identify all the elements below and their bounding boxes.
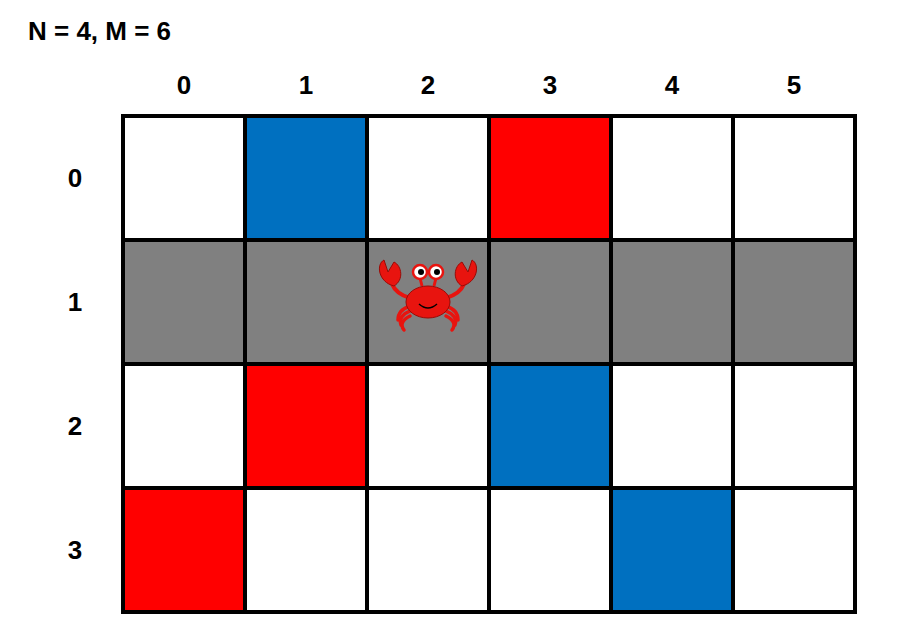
grid-cells <box>123 116 855 612</box>
grid-cell <box>489 488 611 612</box>
grid-cell <box>367 240 489 364</box>
grid-cell <box>367 488 489 612</box>
row-index: 2 <box>68 411 82 442</box>
column-index: 4 <box>665 70 679 101</box>
crab-claw <box>379 260 400 286</box>
crab-smile <box>419 304 437 308</box>
grid-cell <box>489 364 611 488</box>
grid-cell <box>733 364 855 488</box>
grid-cell <box>367 116 489 240</box>
row-index: 1 <box>68 287 82 318</box>
column-index: 2 <box>421 70 435 101</box>
grid-cell <box>245 364 367 488</box>
grid-cell <box>489 116 611 240</box>
grid-cell <box>611 116 733 240</box>
crab-claw <box>455 260 476 286</box>
grid-cell <box>489 240 611 364</box>
crab-icon <box>379 260 476 330</box>
grid-cell <box>123 116 245 240</box>
grid-cell <box>611 488 733 612</box>
crab-pupil <box>434 269 440 275</box>
grid-cell <box>367 364 489 488</box>
column-index: 1 <box>299 70 313 101</box>
grid-cell <box>733 116 855 240</box>
column-index: 0 <box>177 70 191 101</box>
row-index: 3 <box>68 535 82 566</box>
column-index: 3 <box>543 70 557 101</box>
grid-cell <box>733 488 855 612</box>
column-index: 5 <box>787 70 801 101</box>
grid-cell <box>733 240 855 364</box>
grid-cell <box>611 364 733 488</box>
crab-body <box>406 286 450 318</box>
crab-eye <box>429 265 443 279</box>
grid-cell <box>123 240 245 364</box>
grid-cell <box>245 116 367 240</box>
crab-leg <box>402 316 410 330</box>
grid-cell <box>123 364 245 488</box>
grid-cell <box>245 240 367 364</box>
grid-cell <box>245 488 367 612</box>
row-index: 0 <box>68 163 82 194</box>
grid-size-title: N = 4, M = 6 <box>28 16 171 47</box>
crab-pupil <box>418 269 424 275</box>
grid-cell <box>611 240 733 364</box>
crab-eye <box>413 265 427 279</box>
grid-cell <box>123 488 245 612</box>
crab-leg <box>446 316 454 330</box>
